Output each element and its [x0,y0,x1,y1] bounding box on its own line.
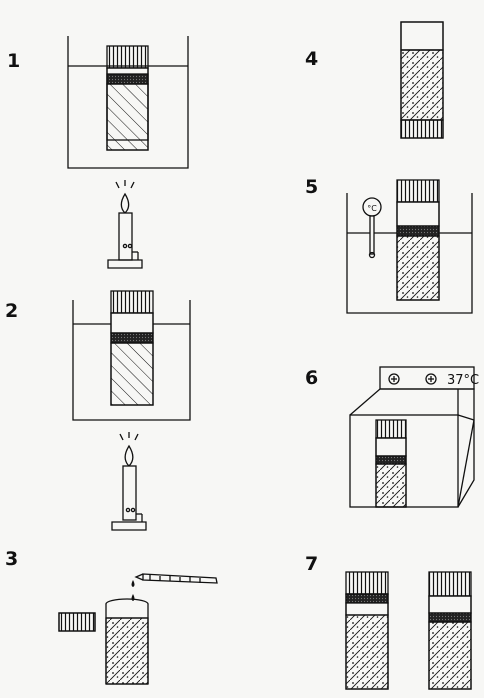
step6-incubator [349,366,475,508]
step5-tube [396,179,440,301]
step3-pipette [134,573,218,584]
step1-burner [107,180,143,269]
step-number-1: 1 [7,50,21,72]
step-number-6: 6 [305,367,319,389]
step2-burner [111,432,147,531]
step-number-3: 3 [5,548,19,570]
step1-tube [106,45,149,151]
step3-open-tube [105,598,149,685]
step7-tube-right [428,571,472,690]
step-number-2: 2 [5,300,19,322]
step-number-7: 7 [305,553,319,575]
step5-thermometer: °C [362,197,382,259]
incubator-dial-left [388,373,400,385]
step-number-5: 5 [305,176,319,198]
step6-tube [375,419,407,508]
step7-tube-left [345,571,389,690]
incubator-dial-right [425,373,437,385]
incubator-temperature-label: 37°C [447,373,479,388]
step-number-4: 4 [305,48,319,70]
thermometer-dial-label: °C [367,204,377,213]
step4-tube [400,21,444,139]
step3-cap [58,612,96,632]
step2-tube [110,290,154,406]
step3-drops [131,580,135,601]
